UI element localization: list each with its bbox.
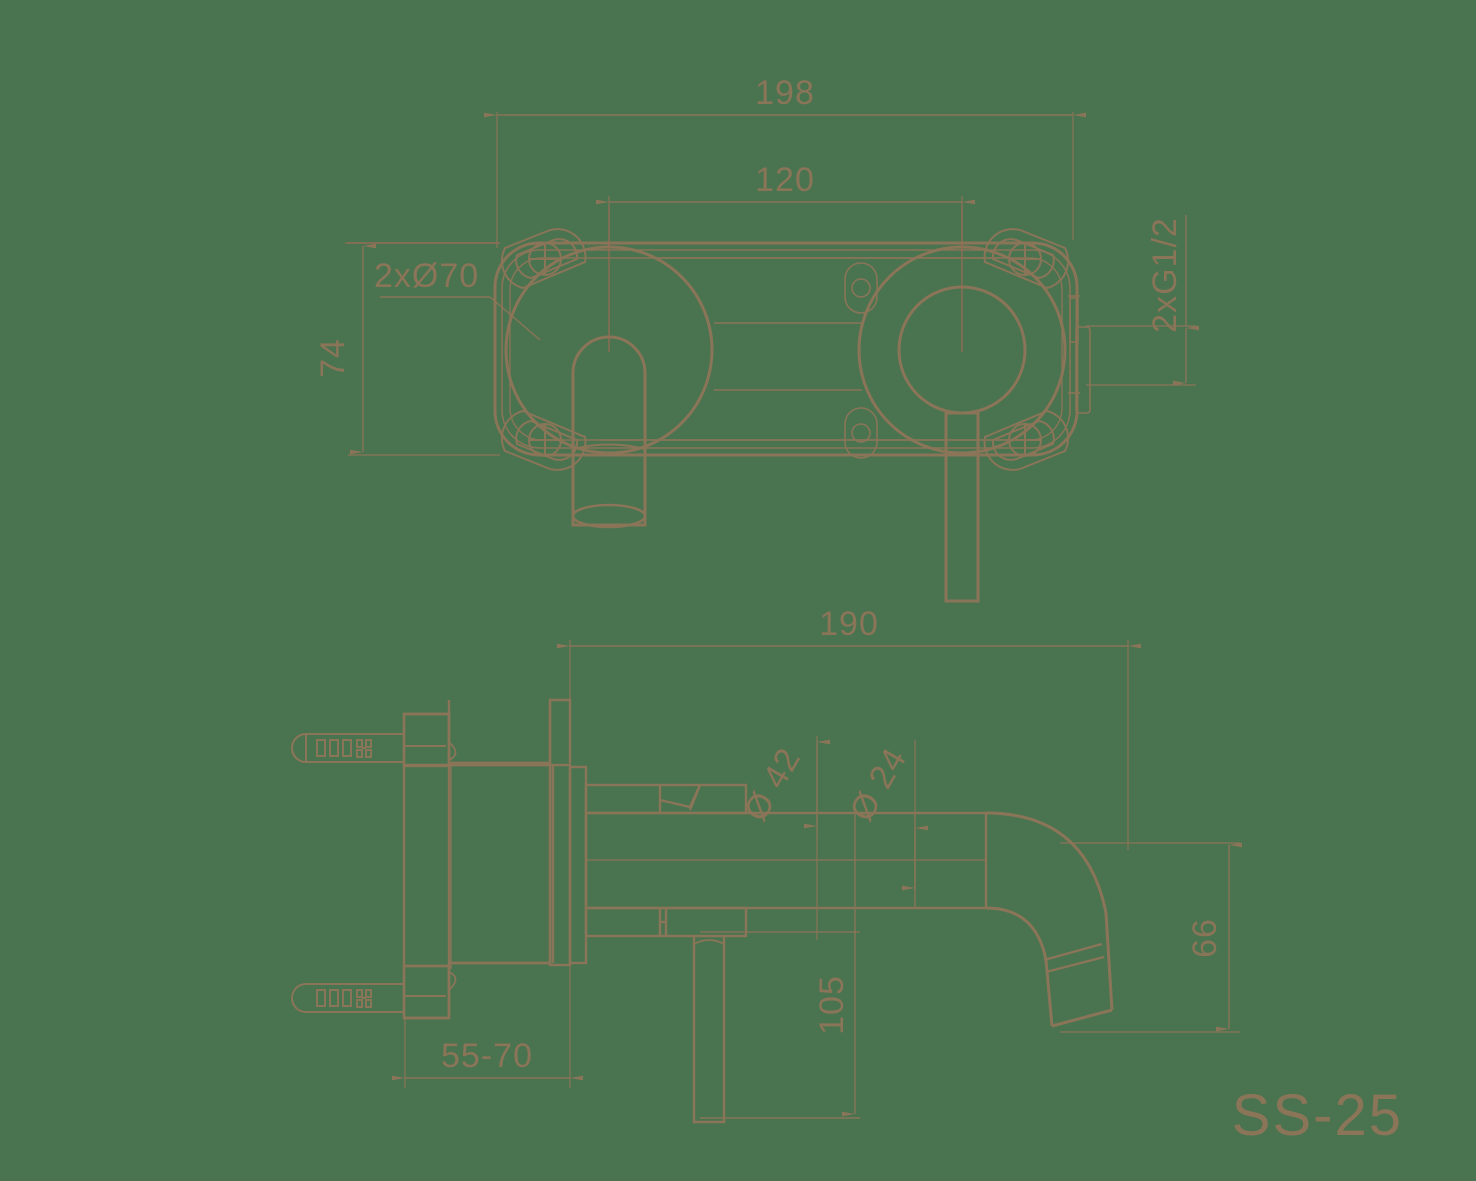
mixer-handle-tip: [571, 503, 647, 529]
mixer-handle-collar: [572, 443, 646, 450]
valve-bottom-stub: [402, 964, 457, 1020]
spout-front-projection: [944, 411, 980, 603]
leader-pointer-2x70: [489, 296, 541, 341]
mounting-screw-top: [291, 732, 446, 764]
dimension-label-g12: 2xG1/2: [1146, 217, 1184, 333]
dimension-label-5570: 55-70: [441, 1037, 533, 1075]
spout-outlet-face: [1051, 1008, 1113, 1028]
extension-lines-190: [569, 640, 1129, 850]
dimension-label-74: 74: [314, 338, 352, 378]
extension-lines-g12: [1086, 325, 1196, 386]
valve-body-outline: [404, 700, 550, 1020]
escutcheon-flange-side: [548, 698, 588, 967]
spout-sleeve-bottom: [584, 906, 748, 938]
center-boss-lower: [844, 407, 878, 459]
valve-inner-block: [449, 700, 552, 965]
dimension-label-66: 66: [1186, 918, 1224, 958]
reference-lines-side: [586, 813, 987, 908]
plate-internal-lines: [600, 257, 1010, 441]
part-number-label: SS-25: [1232, 1083, 1403, 1148]
spout-sleeve-top: [584, 783, 748, 815]
mixer-handle-lever: [571, 335, 647, 527]
plate-side-tabs: [1068, 295, 1091, 414]
valve-top-stub: [402, 712, 457, 768]
front-view-group: 198 120 74 2xØ70: [314, 74, 1199, 603]
extension-lines-66: [1060, 842, 1240, 1033]
spout-outer-curve: [985, 811, 1114, 1011]
dimension-label-120: 120: [755, 161, 815, 199]
dimension-label-24: Ø 24: [843, 741, 915, 827]
spout-aerator-line-1: [1043, 942, 1103, 962]
extension-lines-198: [496, 112, 1074, 248]
escutcheon-plate-inner: [501, 249, 1071, 449]
valve-body-section: [402, 712, 452, 1020]
dimension-label-190: 190: [819, 605, 879, 643]
centerlines-front: [345, 206, 963, 352]
mounting-screw-bottom: [291, 983, 446, 1013]
spout-aerator-line-2: [1045, 955, 1105, 974]
center-boss-upper: [844, 262, 878, 314]
dimension-label-105: 105: [813, 975, 851, 1035]
centerlines-side: [700, 826, 860, 1119]
dimension-label-42: Ø 42: [737, 741, 809, 827]
side-section-view-group: 190 Ø 42 Ø 24 105: [291, 605, 1242, 1124]
escutcheon-plate-outer: [493, 241, 1079, 457]
dimension-label-198: 198: [755, 74, 815, 112]
mixer-handle-side: [692, 936, 726, 1124]
dimension-label-2x70: 2xØ70: [374, 257, 479, 295]
spout-inner-curve: [985, 906, 1054, 1027]
